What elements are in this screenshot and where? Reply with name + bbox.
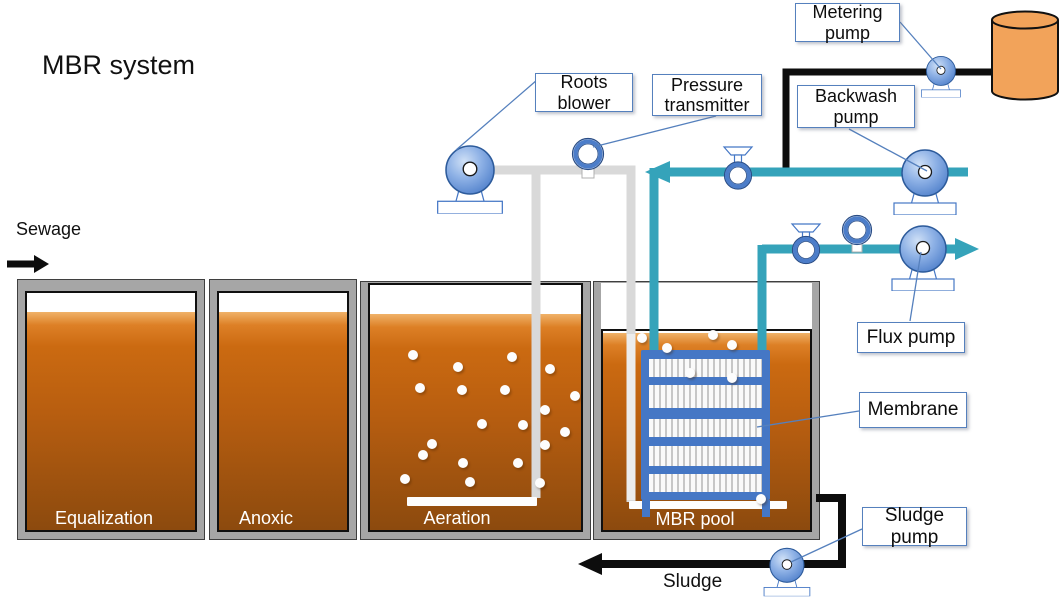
air-bubble: [418, 450, 428, 460]
leader-membrane: [756, 410, 860, 428]
leader-pressure-transmitter: [592, 115, 717, 148]
membrane-leg: [762, 500, 770, 517]
air-bubble: [535, 478, 545, 488]
flux-pump-icon: [891, 225, 955, 291]
membrane-leg: [642, 500, 650, 517]
leader-flux-pump: [909, 251, 922, 322]
callout-metering-pump-line1: Metering: [812, 2, 883, 23]
leader-lines: [455, 21, 942, 563]
tank-anoxic-basin: [217, 291, 349, 532]
air-bubble: [756, 494, 766, 504]
metering-pump-icon: [920, 55, 961, 98]
leader-sludge-pump: [790, 528, 863, 563]
air-bubble: [457, 385, 467, 395]
aeration-diffuser: [407, 497, 537, 506]
tank-equalization-basin: [25, 291, 197, 532]
air-bubble: [400, 474, 410, 484]
callout-backwash-pump-line1: Backwash: [814, 86, 898, 107]
sludge-arrow: [578, 553, 602, 575]
backwash-flow-arrow: [645, 161, 670, 183]
air-bubble: [427, 439, 437, 449]
air-bubble: [662, 343, 672, 353]
pressure-gauge-icon: [841, 214, 873, 253]
tank-anoxic-label: Anoxic: [238, 508, 294, 528]
membrane-frame-top: [641, 350, 770, 359]
tank-mbr-pool-label: MBR pool: [655, 509, 735, 529]
page-title: MBR system: [42, 50, 196, 80]
air-bubble: [708, 330, 718, 340]
sludge-pipe: [578, 494, 846, 575]
air-bubble: [540, 405, 550, 415]
callout-backwash-pump-line2: pump: [833, 106, 879, 127]
callout-sludge-pump: Sludge pump: [862, 505, 967, 548]
air-bubble: [540, 440, 550, 450]
air-bubble: [570, 391, 580, 401]
air-bubble: [500, 385, 510, 395]
air-pipe: [493, 165, 636, 502]
leader-roots-blower: [455, 79, 538, 151]
tank-equalization: [17, 279, 205, 540]
roots-blower-icon: [436, 145, 504, 214]
mbr-pool-open-top: [601, 283, 812, 329]
chemical-tank-icon: [991, 10, 1059, 101]
backwash-valve-icon: [722, 146, 754, 190]
membrane-bar: [645, 377, 766, 385]
air-bubble: [513, 458, 523, 468]
callout-sludge-pump-line2: pump: [890, 526, 939, 548]
air-bubble: [560, 427, 570, 437]
tank-equalization-liquid: [27, 312, 195, 530]
air-bubble: [453, 362, 463, 372]
callout-pressure-transmitter-line2: transmitter: [664, 95, 750, 115]
membrane-bar: [645, 437, 766, 446]
callout-roots-blower-line2: blower: [557, 92, 611, 113]
callout-backwash-pump: Backwash pump: [797, 85, 915, 128]
air-bubble: [727, 340, 737, 350]
callout-flux-pump-label: Flux pump: [866, 326, 956, 348]
permeate-valve-icon: [790, 223, 822, 265]
air-bubble: [477, 419, 487, 429]
membrane-module: [641, 350, 770, 500]
membrane-frame-bottom: [641, 492, 770, 500]
air-bubble: [545, 364, 555, 374]
air-bubble: [408, 350, 418, 360]
callout-membrane: Membrane: [859, 392, 967, 428]
backwash-pump-icon: [893, 149, 957, 215]
tank-equalization-label: Equalization: [54, 508, 154, 528]
leader-metering-pump: [899, 21, 942, 70]
callout-pressure-transmitter: Pressure transmitter: [652, 74, 762, 116]
membrane-frame-left: [641, 350, 649, 500]
callout-flux-pump: Flux pump: [857, 322, 965, 353]
leader-backwash-pump: [848, 128, 928, 172]
tank-anoxic: [209, 279, 357, 540]
membrane-bar: [645, 408, 766, 419]
pressure-transmitter-icon: [571, 137, 605, 179]
callout-sludge-pump-line1: Sludge: [884, 505, 945, 527]
air-bubble: [518, 420, 528, 430]
callout-roots-blower-line1: Roots: [560, 72, 608, 93]
mbr-diffuser: [629, 501, 787, 509]
chemical-dosing-pipe: [782, 68, 993, 172]
sludge-pump-icon: [763, 547, 811, 597]
tank-aeration-liquid: [370, 314, 581, 530]
tank-anoxic-liquid: [219, 312, 347, 530]
air-bubble: [507, 352, 517, 362]
air-bubble: [415, 383, 425, 393]
air-bubble: [727, 373, 737, 383]
permeate-flow-arrow: [955, 238, 979, 260]
callout-metering-pump: Metering pump: [795, 2, 900, 43]
tank-aeration-label: Aeration: [423, 508, 491, 528]
sludge-label: Sludge: [663, 571, 723, 592]
callout-metering-pump-line2: pump: [824, 22, 871, 43]
sewage-label: Sewage: [16, 219, 82, 239]
membrane-bar: [645, 466, 766, 474]
air-bubble: [637, 333, 647, 343]
callout-roots-blower: Roots blower: [535, 72, 633, 113]
sewage-arrow: [7, 255, 49, 273]
callout-pressure-transmitter-line1: Pressure: [670, 74, 744, 95]
air-bubble: [465, 477, 475, 487]
air-bubble: [458, 458, 468, 468]
air-bubble: [685, 368, 695, 378]
callout-membrane-label: Membrane: [867, 399, 959, 421]
